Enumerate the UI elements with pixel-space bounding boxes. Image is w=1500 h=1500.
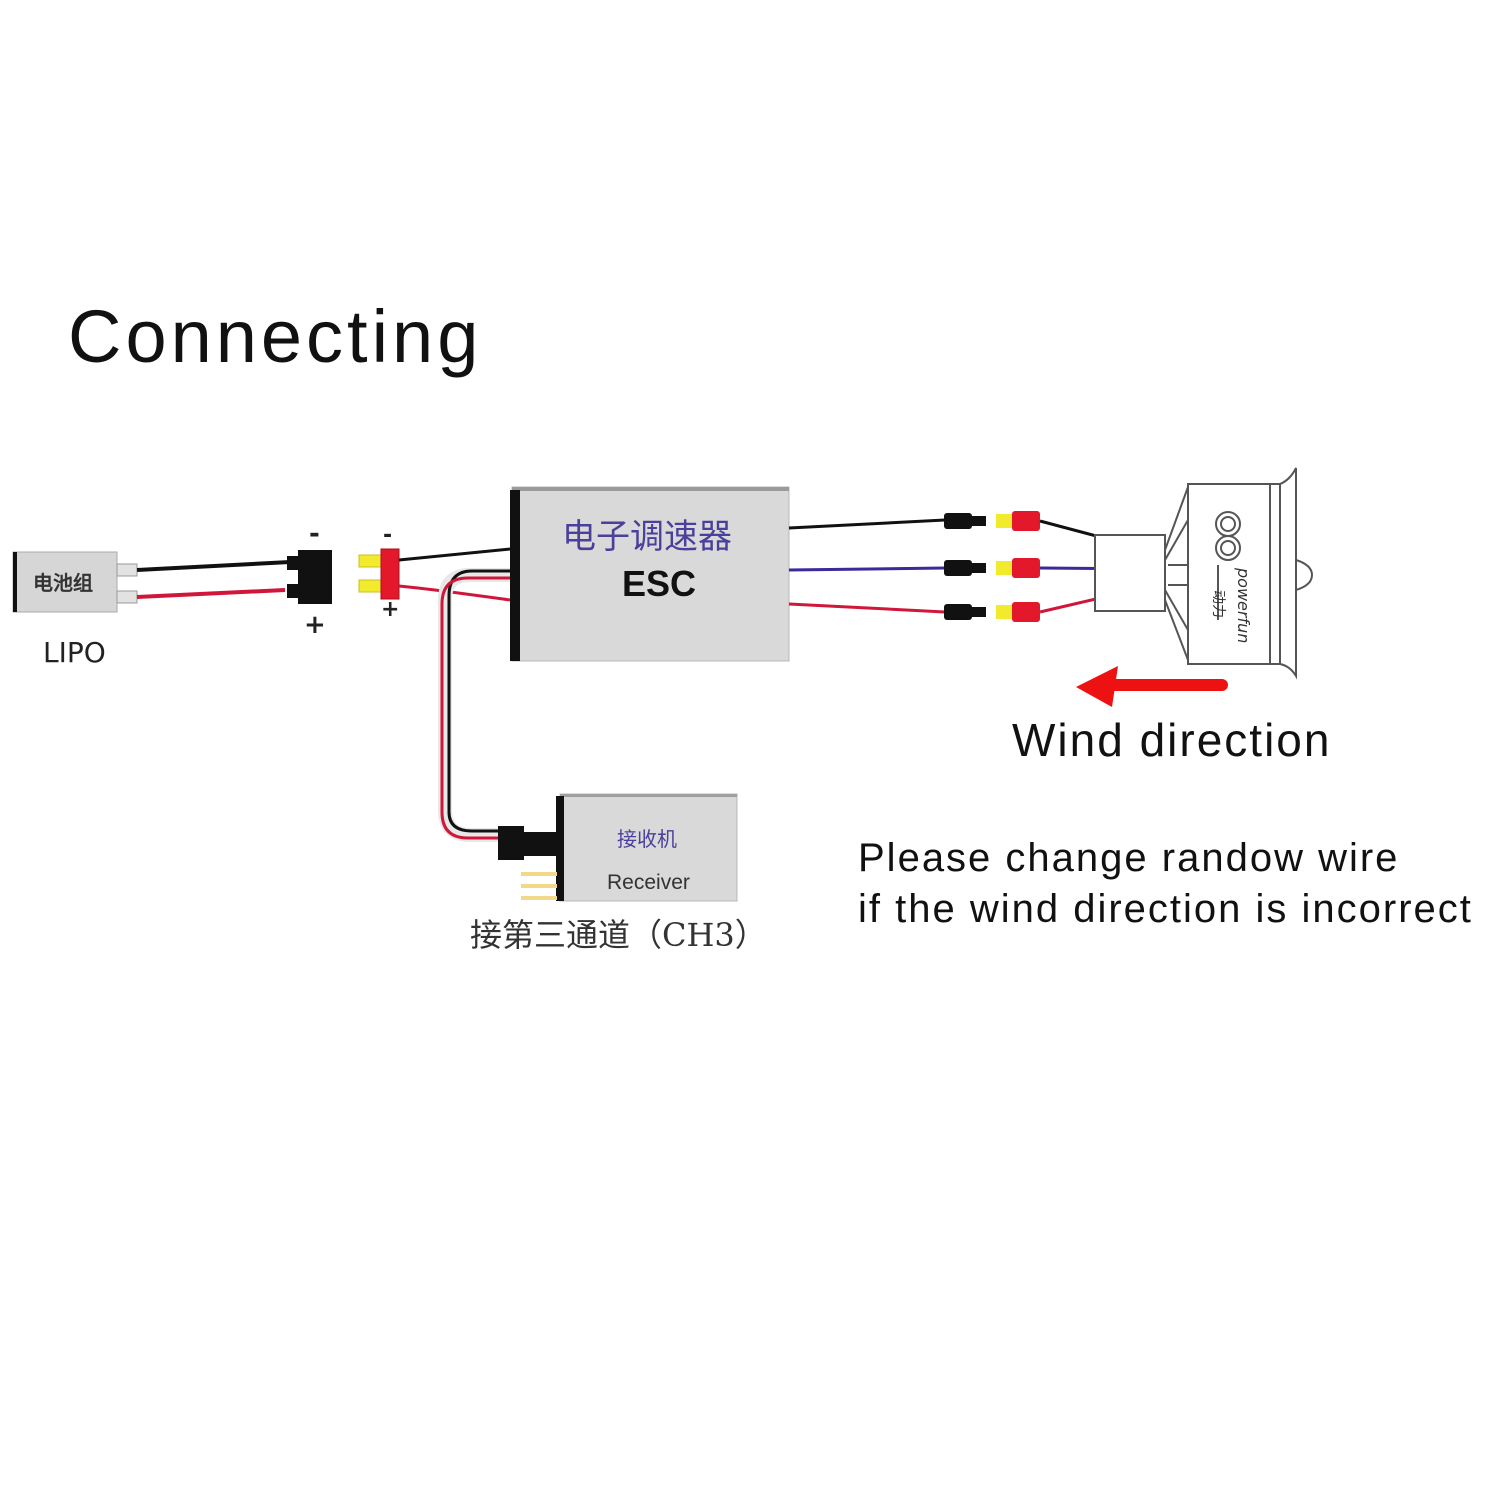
bullet-connectors xyxy=(944,511,1040,622)
esc-label: ESC xyxy=(622,563,696,604)
battery-body xyxy=(12,551,118,613)
battery-wire-black xyxy=(136,560,291,572)
wind-direction-label: Wind direction xyxy=(1012,714,1331,766)
esc-module xyxy=(510,486,790,662)
edf-motor xyxy=(1094,467,1314,680)
bullet-connector-3 xyxy=(944,602,1040,622)
page-title: Connecting xyxy=(68,295,482,378)
wind-direction-arrow-icon xyxy=(1076,666,1228,707)
receiver-label-cn: 接收机 xyxy=(617,827,677,851)
battery-wire-red xyxy=(136,588,286,599)
esc-output-wire-purple xyxy=(788,566,946,572)
receiver-servo-plug xyxy=(498,826,524,860)
esc-output-wire-black xyxy=(788,518,946,530)
bullet-connector-2 xyxy=(944,558,1040,578)
esc-input-wire-red xyxy=(398,584,511,602)
motor-brand-cn: 动力 xyxy=(1210,590,1226,618)
battery-plug-plus-sign: + xyxy=(304,610,326,640)
battery-pack: 电池组 xyxy=(12,551,138,613)
esc-plug-plus-sign: + xyxy=(381,597,399,622)
battery-terminal-negative xyxy=(116,563,138,577)
receiver-servo-lead xyxy=(438,568,510,842)
battery-plug xyxy=(287,550,332,604)
esc-label-cn: 电子调速器 xyxy=(562,517,732,557)
esc-plug-minus-sign: - xyxy=(383,523,392,548)
motor-brand-text: powerfun xyxy=(1234,567,1253,643)
note-line-1: Please change randow wire xyxy=(858,836,1399,880)
receiver-label: Receiver xyxy=(607,871,690,894)
bullet-connector-1 xyxy=(944,511,1040,531)
battery-edge xyxy=(13,552,17,612)
battery-plug-minus-sign: - xyxy=(309,519,320,549)
esc-input-wire-black xyxy=(398,547,511,562)
receiver-channel-note: 接第三通道（CH3） xyxy=(470,916,767,954)
note-line-2: if the wind direction is incorrect xyxy=(858,887,1473,931)
esc-input-plug xyxy=(358,548,400,600)
battery-label-cn: 电池组 xyxy=(33,571,93,595)
esc-output-wire-red xyxy=(788,602,946,614)
receiver-module xyxy=(498,793,738,902)
battery-label: LIPO xyxy=(43,636,106,669)
battery-terminal-positive xyxy=(116,590,138,604)
